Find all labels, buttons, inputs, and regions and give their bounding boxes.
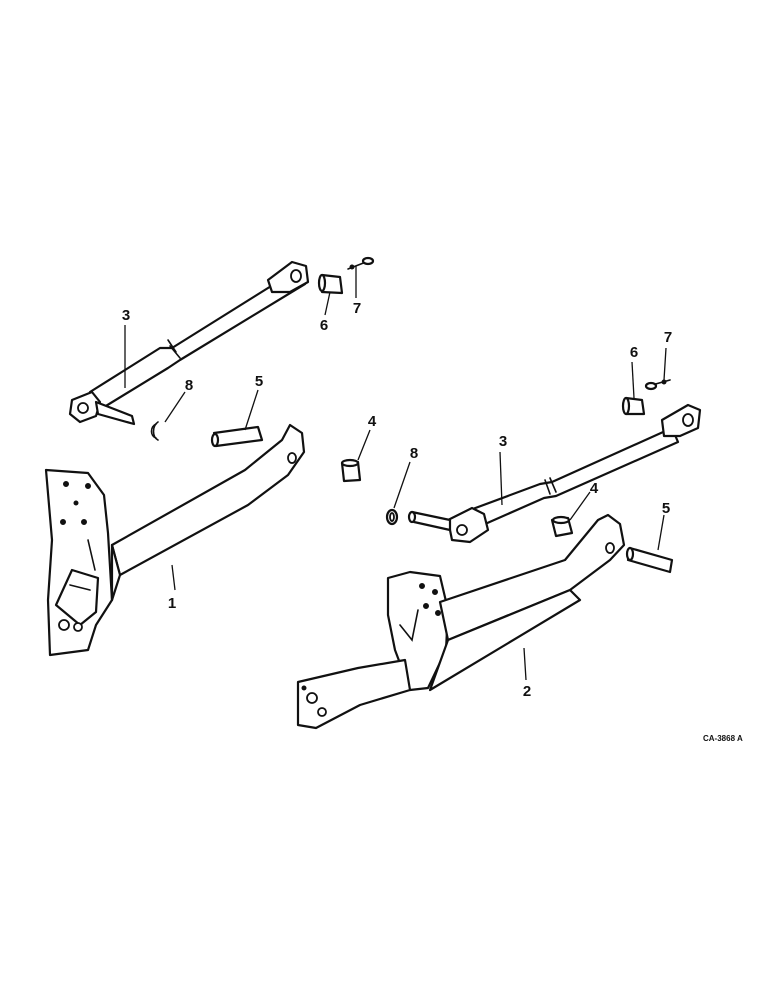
left-retaining-ring [150, 421, 159, 441]
left-sleeve-6 [317, 273, 344, 295]
right-retaining-ring [385, 508, 399, 526]
callout-4-left: 4 [368, 413, 377, 430]
left-lift-link [68, 260, 310, 426]
right-bushing-4 [550, 515, 574, 538]
left-cotter-pin-7 [347, 256, 375, 270]
left-brace [44, 423, 306, 657]
callout-5-left: 5 [255, 373, 263, 390]
callout-8-left: 8 [185, 377, 193, 394]
callout-4-right: 4 [590, 480, 599, 497]
right-pin-5 [625, 546, 674, 574]
left-pin-5 [210, 425, 264, 448]
callout-1: 1 [168, 595, 176, 612]
right-lift-link [407, 403, 702, 544]
left-bushing-4 [340, 458, 362, 483]
right-cotter-pin-7 [644, 379, 671, 391]
right-sleeve-6 [621, 396, 646, 416]
callout-6-right: 6 [630, 344, 638, 361]
callout-8-right: 8 [410, 445, 418, 462]
callout-labels: 1 2 3 3 4 4 5 5 6 6 7 7 8 8 [122, 300, 672, 700]
callout-3-left: 3 [122, 307, 130, 324]
callout-6-left: 6 [320, 317, 328, 334]
callout-3-right: 3 [499, 433, 507, 450]
callout-7-right: 7 [664, 329, 672, 346]
callout-5-right: 5 [662, 500, 670, 517]
callout-7-left: 7 [353, 300, 361, 317]
callout-2: 2 [523, 683, 531, 700]
right-brace [296, 513, 626, 730]
leader-lines [124, 266, 667, 681]
drawing-reference-number: CA-3868 A [703, 734, 743, 743]
